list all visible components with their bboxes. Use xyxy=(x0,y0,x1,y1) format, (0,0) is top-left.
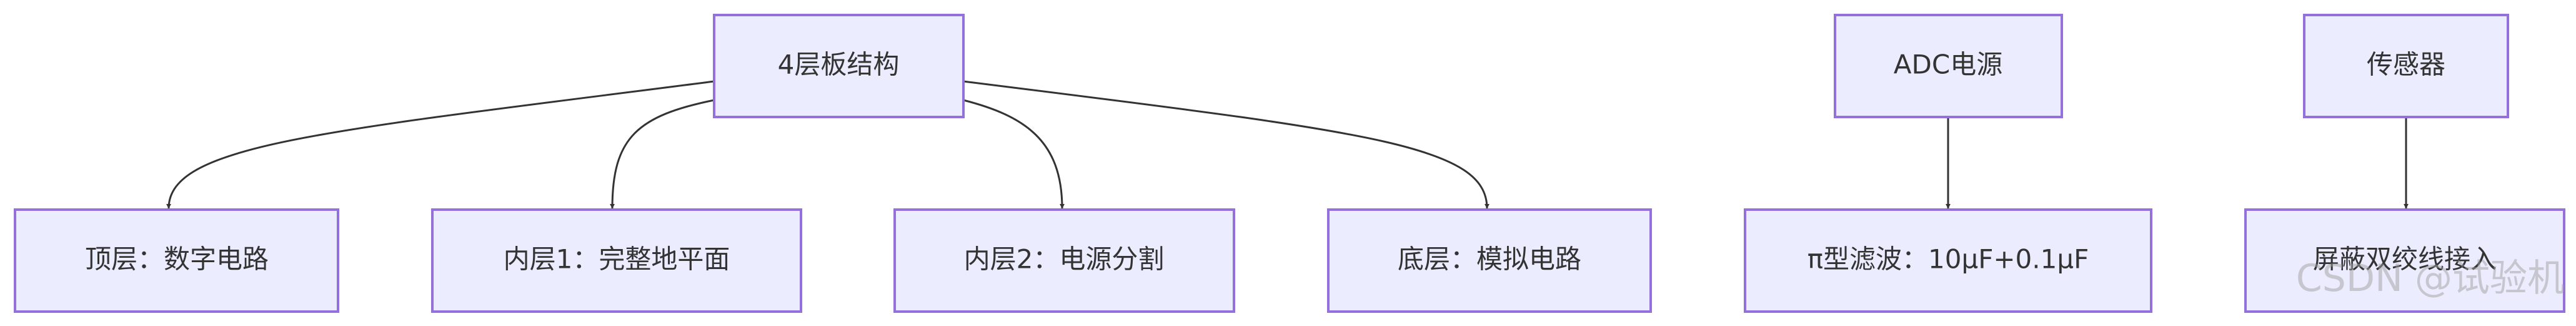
node-label: π型滤波：10μF+0.1μF xyxy=(1808,244,2089,275)
node-label: 顶层：数字电路 xyxy=(85,244,269,275)
node-sensor: 传感器 xyxy=(2303,14,2509,118)
node-adc-power: ADC电源 xyxy=(1834,14,2063,118)
node-4-layer-structure: 4层板结构 xyxy=(713,14,965,118)
edge-structure-to-inner1 xyxy=(610,99,715,209)
node-label: 4层板结构 xyxy=(778,49,900,80)
node-label: 内层2：电源分割 xyxy=(964,244,1165,275)
node-label: 屏蔽双绞线接入 xyxy=(2313,244,2497,275)
edge-structure-to-top xyxy=(166,80,715,209)
node-inner-layer-1: 内层1：完整地平面 xyxy=(431,208,802,313)
node-label: 内层1：完整地平面 xyxy=(504,244,730,275)
node-bottom-layer: 底层：模拟电路 xyxy=(1327,208,1652,313)
edge-structure-to-bottom xyxy=(963,80,1489,209)
node-inner-layer-2: 内层2：电源分割 xyxy=(893,208,1235,313)
node-label: 底层：模拟电路 xyxy=(1398,244,1581,275)
node-top-layer: 顶层：数字电路 xyxy=(14,208,339,313)
edge-structure-to-inner2 xyxy=(963,99,1065,209)
node-label: ADC电源 xyxy=(1894,49,2002,80)
node-pi-filter: π型滤波：10μF+0.1μF xyxy=(1744,208,2152,313)
node-label: 传感器 xyxy=(2367,49,2445,80)
node-shielded-twisted-pair: 屏蔽双绞线接入 xyxy=(2244,208,2565,313)
